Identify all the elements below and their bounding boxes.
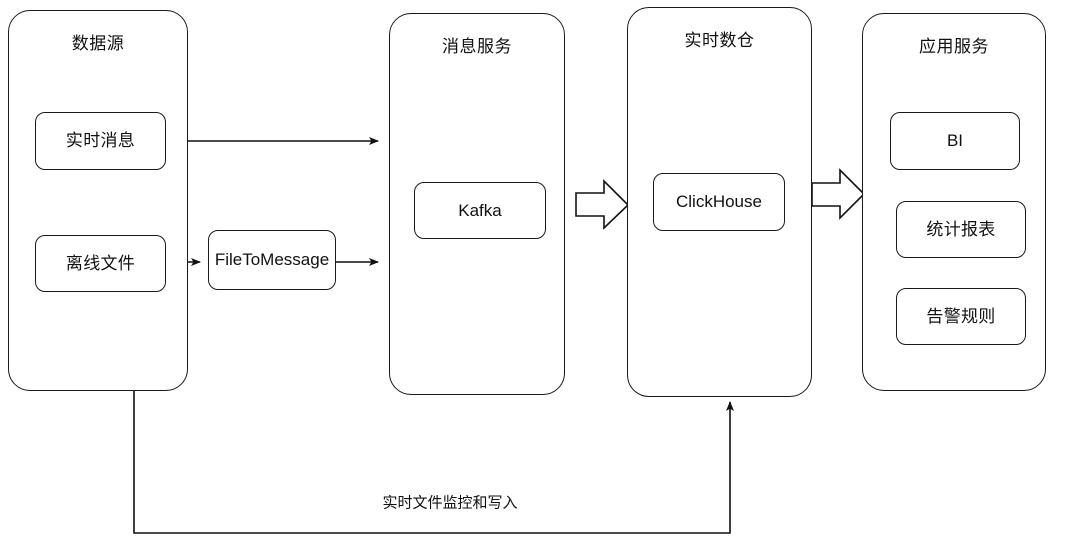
node-file-to-message[interactable]: FileToMessage xyxy=(208,230,336,290)
node-statistics-report[interactable]: 统计报表 xyxy=(896,201,1026,258)
node-offline-file[interactable]: 离线文件 xyxy=(35,235,166,292)
node-clickhouse[interactable]: ClickHouse xyxy=(653,173,785,231)
group-app-service-label: 应用服务 xyxy=(919,37,989,56)
block-arrow-realtime-dw-to-app-service xyxy=(811,168,866,220)
node-realtime-message-label: 实时消息 xyxy=(65,131,136,151)
node-kafka[interactable]: Kafka xyxy=(414,182,546,239)
group-realtime-dw-label: 实时数仓 xyxy=(684,31,755,50)
node-bi[interactable]: BI xyxy=(890,112,1020,170)
node-offline-file-label: 离线文件 xyxy=(65,253,136,273)
node-clickhouse-label: ClickHouse xyxy=(676,192,762,212)
group-data-source[interactable]: 数据源 xyxy=(8,10,188,391)
block-arrow-message-service-to-realtime-dw xyxy=(575,179,630,230)
node-alert-rule[interactable]: 告警规则 xyxy=(896,288,1026,345)
node-alert-rule-label: 告警规则 xyxy=(926,306,996,326)
group-message-service-label: 消息服务 xyxy=(442,37,512,56)
node-statistics-report-label: 统计报表 xyxy=(926,219,996,239)
node-kafka-label: Kafka xyxy=(458,200,502,220)
node-realtime-message[interactable]: 实时消息 xyxy=(35,112,166,170)
node-file-to-message-label: FileToMessage xyxy=(214,250,330,270)
node-bi-label: BI xyxy=(946,131,964,151)
group-data-source-label: 数据源 xyxy=(71,34,125,53)
edge-label-file-watch-write: 实时文件监控和写入 xyxy=(377,491,523,513)
